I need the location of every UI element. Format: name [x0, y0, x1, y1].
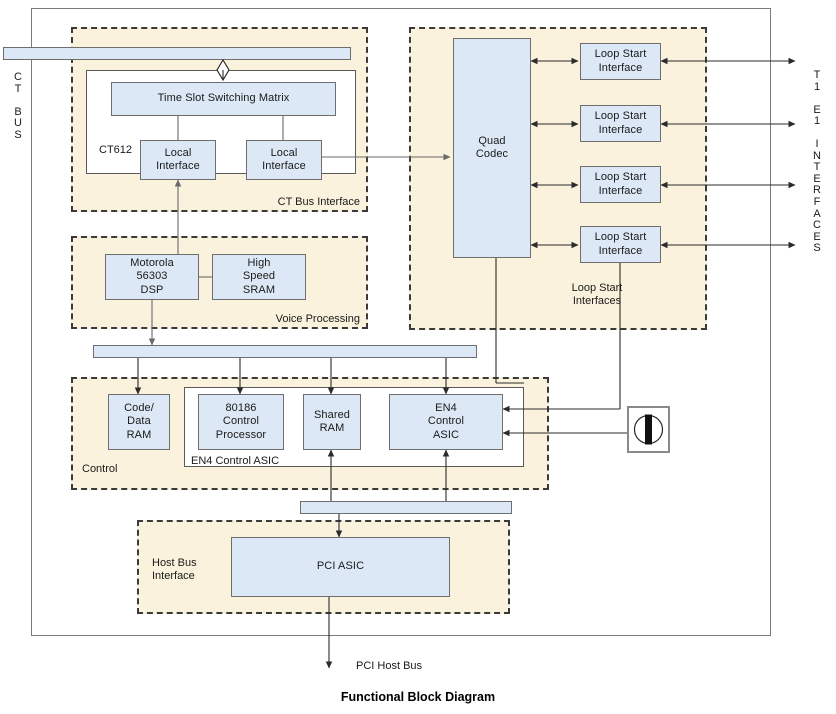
- ct-bus-bar: [3, 47, 351, 60]
- block-loop-start-interface-4[interactable]: Loop Start Interface: [580, 226, 661, 263]
- label-region-voice-processing: Voice Processing: [275, 313, 360, 325]
- internal-bus-bar: [93, 345, 477, 358]
- block-local-interface-1[interactable]: Local Interface: [140, 140, 216, 180]
- label-t1-e1-interfaces-edge: T 1 E 1 I N T E R F A C E S: [813, 69, 821, 255]
- label-ct-bus-edge: C T B U S: [14, 71, 22, 141]
- block-pci-asic[interactable]: PCI ASIC: [231, 537, 450, 597]
- block-time-slot-switching-matrix[interactable]: Time Slot Switching Matrix: [111, 82, 336, 116]
- block-control-processor[interactable]: 80186 Control Processor: [198, 394, 284, 450]
- block-motorola-dsp[interactable]: Motorola 56303 DSP: [105, 254, 199, 300]
- label-pci-host-bus: PCI Host Bus: [356, 660, 423, 672]
- relay-glyph: [633, 414, 664, 445]
- label-ct612: CT612: [99, 144, 133, 156]
- block-en4-control-asic[interactable]: EN4 Control ASIC: [389, 394, 503, 450]
- block-loop-start-interface-2[interactable]: Loop Start Interface: [580, 105, 661, 142]
- block-quad-codec[interactable]: Quad Codec: [453, 38, 531, 258]
- label-region-control: Control: [82, 463, 118, 475]
- block-loop-start-interface-3[interactable]: Loop Start Interface: [580, 166, 661, 203]
- block-loop-start-interface-1[interactable]: Loop Start Interface: [580, 43, 661, 80]
- block-shared-ram[interactable]: Shared RAM: [303, 394, 361, 450]
- label-region-loop-start-interfaces: Loop Start Interfaces: [571, 282, 623, 308]
- label-region-ct-bus-interface: CT Bus Interface: [277, 196, 360, 208]
- block-code-data-ram[interactable]: Code/ Data RAM: [108, 394, 170, 450]
- figure-caption: Functional Block Diagram: [340, 690, 496, 704]
- relay-connector-icon: [627, 406, 670, 453]
- block-local-interface-2[interactable]: Local Interface: [246, 140, 322, 180]
- host-bus-bar: [300, 501, 512, 514]
- label-en4-control-asic-group: EN4 Control ASIC: [191, 455, 280, 467]
- block-high-speed-sram[interactable]: High Speed SRAM: [212, 254, 306, 300]
- label-region-host-bus-interface: Host Bus Interface: [152, 557, 197, 583]
- board-outline: [31, 8, 771, 636]
